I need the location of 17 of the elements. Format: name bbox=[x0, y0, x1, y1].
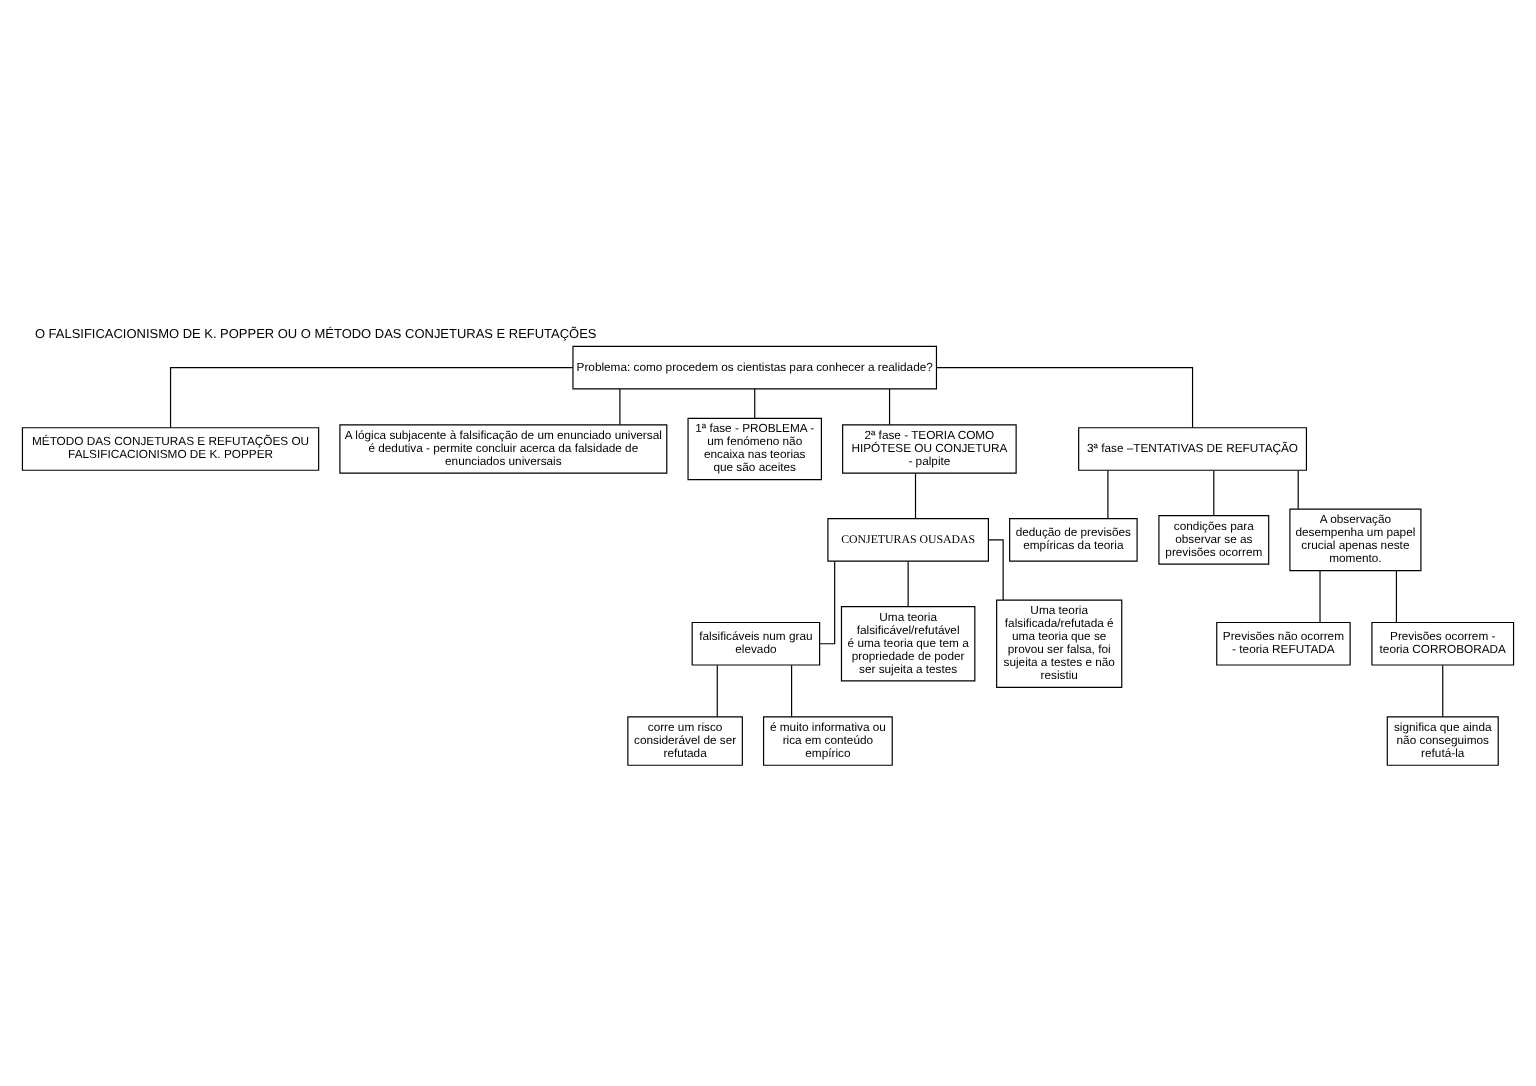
connector bbox=[1213, 468, 1215, 516]
connector bbox=[988, 538, 1004, 600]
connector bbox=[791, 663, 793, 717]
connector bbox=[754, 387, 756, 418]
connector bbox=[936, 366, 1194, 428]
connector bbox=[1395, 569, 1397, 623]
connector bbox=[1319, 569, 1321, 623]
connector bbox=[1442, 663, 1444, 717]
connector bbox=[914, 471, 917, 519]
connector bbox=[716, 663, 718, 717]
connector bbox=[169, 366, 574, 428]
connector bbox=[1297, 468, 1299, 509]
connector bbox=[1107, 468, 1109, 519]
connector bbox=[907, 559, 909, 606]
connector bbox=[619, 387, 621, 425]
connector bbox=[819, 559, 836, 644]
connector bbox=[888, 387, 891, 425]
